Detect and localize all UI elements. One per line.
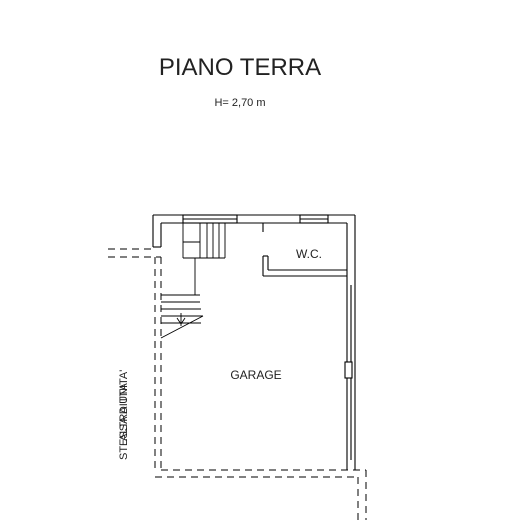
- room-label-garage: GARAGE: [230, 368, 281, 382]
- garage-door-lock: [344, 361, 353, 379]
- plan-title: PIANO TERRA: [159, 54, 321, 81]
- annotation-altra-unita: ALTRA UNITA': [118, 370, 130, 441]
- staircase: [160, 223, 226, 339]
- height-note: H= 2,70 m: [214, 97, 265, 109]
- property-boundary: [108, 248, 367, 520]
- annotation-stessa-ditta: STESSA DITTA: [118, 383, 130, 460]
- walls: [152, 214, 356, 470]
- room-label-wc: W.C.: [296, 247, 322, 261]
